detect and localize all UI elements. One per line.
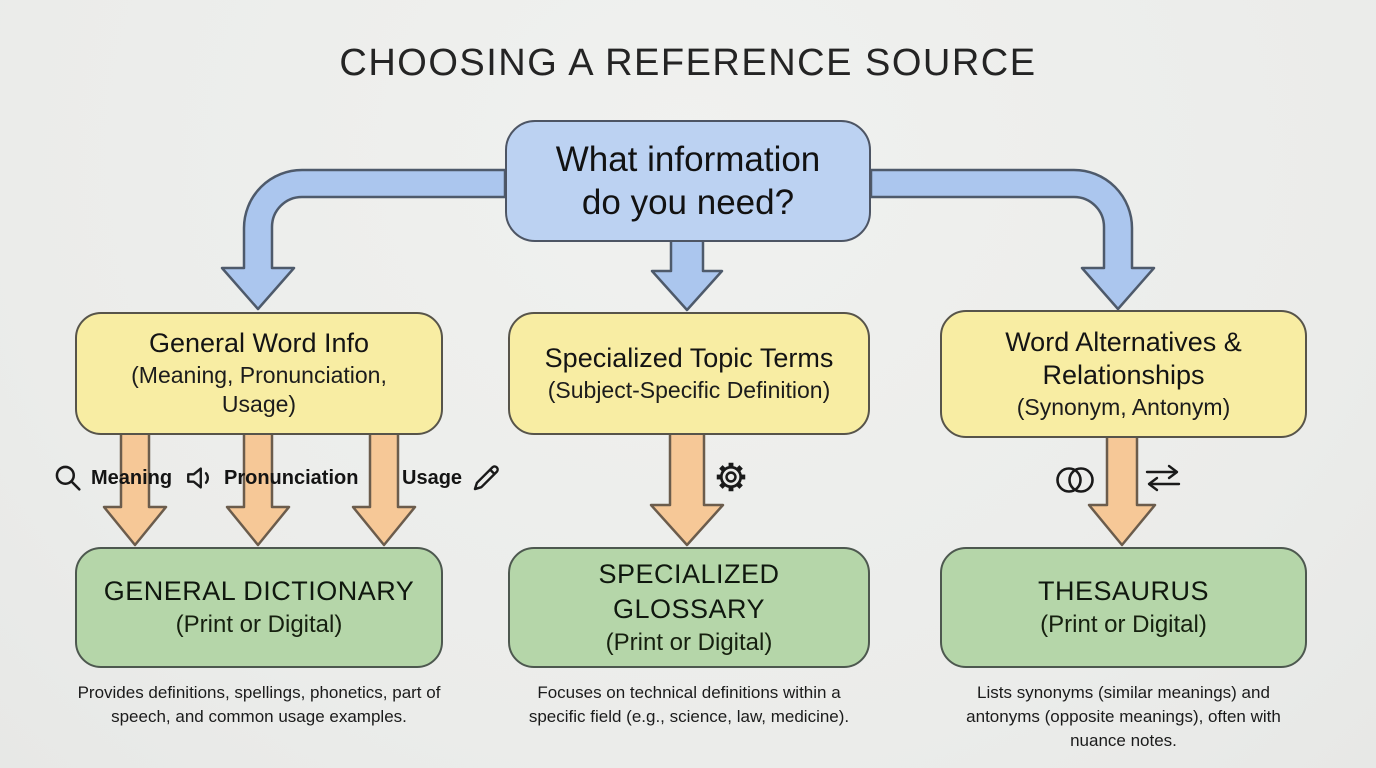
feature-synonym — [1050, 462, 1098, 498]
branch-arrow-left — [220, 168, 507, 311]
source-detail: (Print or Digital) — [1040, 611, 1207, 639]
source-heading: GENERAL DICTIONARY — [103, 576, 415, 607]
source-detail: (Print or Digital) — [605, 629, 773, 656]
source-box-specialized-glossary: SPECIALIZED GLOSSARY (Print or Digital) — [508, 547, 870, 668]
source-box-general-dictionary: GENERAL DICTIONARY (Print or Digital) — [75, 547, 443, 668]
branch-arrow-right — [869, 168, 1156, 311]
feature-label: Usage — [402, 466, 463, 489]
feature-pronunciation: Pronunciation — [183, 460, 358, 496]
speaker-icon — [183, 462, 217, 494]
question-box: What information do you need? — [505, 120, 871, 242]
flow-arrow-meaning — [102, 428, 168, 547]
category-heading: General Word Info — [148, 328, 370, 359]
feature-label: Meaning — [91, 466, 173, 489]
source-detail: (Print or Digital) — [175, 611, 343, 639]
flow-arrow-thesaurus — [1087, 428, 1157, 547]
venn-circles-icon — [1050, 464, 1098, 496]
question-line-2: do you need? — [581, 183, 795, 222]
page-title: CHOOSING A REFERENCE SOURCE — [339, 42, 1037, 84]
question-line-1: What information — [555, 139, 821, 179]
feature-specialized — [712, 459, 750, 495]
source-box-thesaurus: THESAURUS (Print or Digital) — [940, 547, 1307, 668]
description-general-dictionary: Provides definitions, spellings, phoneti… — [77, 683, 441, 726]
flow-arrow-usage — [351, 428, 417, 547]
category-box-specialized-topic-terms: Specialized Topic Terms (Subject-Specifi… — [508, 312, 870, 435]
flow-arrow-pronunciation — [225, 428, 291, 547]
pencil-icon — [469, 461, 503, 495]
branch-arrow-middle — [650, 238, 724, 312]
description-specialized-glossary: Focuses on technical definitions within … — [528, 683, 850, 726]
category-heading: Word Alternatives & Relationships — [1005, 326, 1242, 391]
category-detail: (Subject-Specific Definition) — [547, 376, 831, 403]
category-detail: (Meaning, Pronunciation, Usage) — [131, 361, 387, 418]
search-icon — [52, 462, 84, 494]
category-box-general-word-info: General Word Info (Meaning, Pronunciatio… — [75, 312, 443, 435]
category-box-word-alternatives: Word Alternatives & Relationships (Synon… — [940, 310, 1307, 438]
flow-arrow-specialized — [649, 428, 725, 547]
feature-usage: Usage — [402, 460, 503, 496]
category-heading: Specialized Topic Terms — [544, 342, 834, 373]
feature-label: Pronunciation — [224, 466, 359, 489]
description-thesaurus: Lists synonyms (similar meanings) and an… — [966, 683, 1281, 750]
feature-meaning: Meaning — [52, 460, 172, 496]
gear-icon — [712, 458, 750, 496]
source-heading: THESAURUS — [1037, 576, 1210, 607]
feature-antonym — [1142, 460, 1184, 496]
category-detail: (Synonym, Antonym) — [1016, 394, 1231, 421]
swap-arrows-icon — [1142, 461, 1184, 495]
source-heading: SPECIALIZED GLOSSARY — [598, 558, 780, 624]
